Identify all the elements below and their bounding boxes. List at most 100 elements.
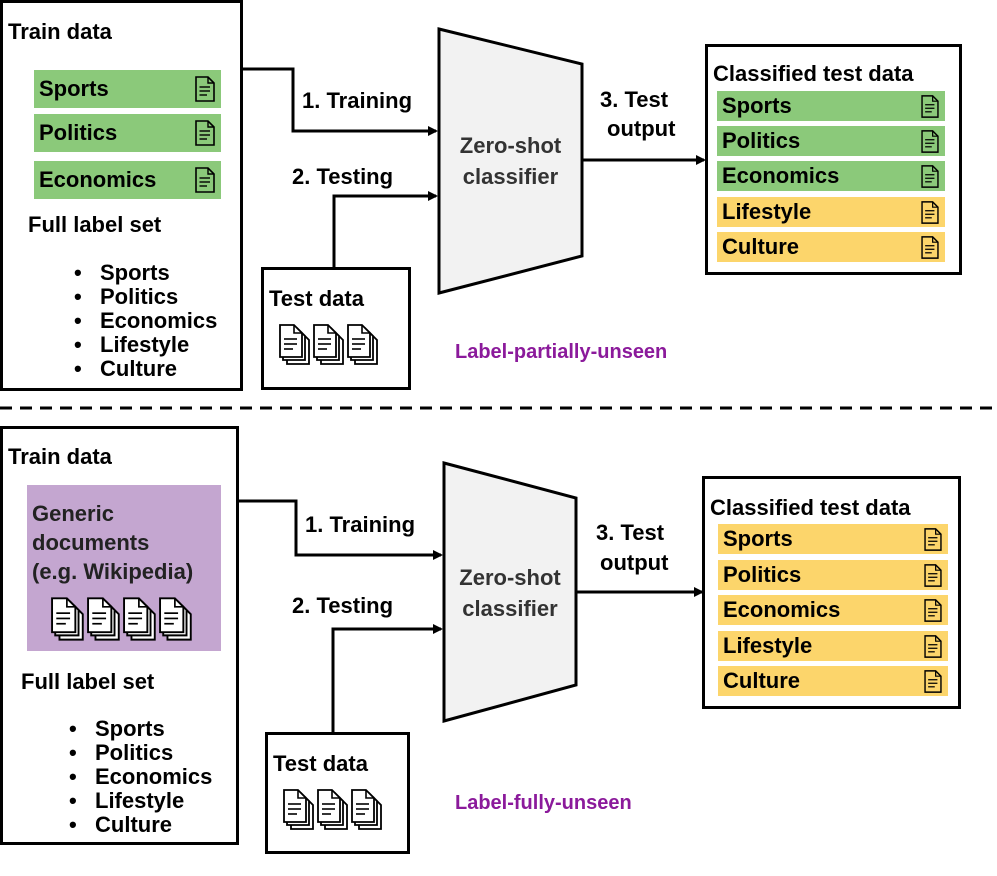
train-item-label: Sports — [39, 76, 109, 101]
classified-label: Sports — [723, 526, 793, 551]
classifier-shape-bottom — [442, 461, 578, 723]
full-label-set-title: Full label set — [21, 669, 155, 694]
document-icon — [195, 76, 215, 102]
label-item: Sports — [68, 261, 217, 286]
classified-item-politics: Politics — [718, 560, 948, 590]
step-output-line2-bottom: output — [600, 550, 669, 575]
document-stack-icon — [283, 789, 317, 831]
generic-line: documents — [32, 530, 150, 555]
classifier-line: classifier — [462, 596, 558, 621]
document-icon — [924, 599, 942, 622]
document-icon — [924, 670, 942, 693]
train-item-label: Economics — [39, 167, 157, 192]
full-label-list: Sports Politics Economics Lifestyle Cult… — [63, 717, 212, 838]
label-item: Culture — [68, 357, 217, 382]
mode-label-top: Label-partially-unseen — [455, 341, 668, 363]
full-label-set-title: Full label set — [28, 212, 162, 237]
document-icon — [921, 130, 939, 153]
classified-item-lifestyle: Lifestyle — [718, 631, 948, 661]
generic-documents-text: Generic documents (e.g. Wikipedia) — [32, 499, 193, 586]
test-documents — [279, 324, 381, 371]
classified-item-sports: Sports — [718, 524, 948, 554]
testing-arrow-top — [332, 191, 438, 268]
step-output-line1-bottom: 3. Test — [596, 520, 665, 545]
document-stack-icon — [159, 597, 195, 642]
classifier-line: Zero-shot — [459, 565, 561, 590]
document-icon — [924, 528, 942, 551]
classified-box-top: Classified test data Sports Politics Eco… — [705, 44, 962, 275]
document-stack-icon — [347, 324, 381, 366]
label-item: Economics — [68, 309, 217, 334]
training-arrow-top — [240, 67, 438, 136]
test-data-title: Test data — [273, 751, 368, 776]
generic-line: Generic — [32, 501, 114, 526]
classified-item-economics: Economics — [717, 161, 945, 191]
document-icon — [195, 120, 215, 146]
test-data-box-bottom: Test data — [265, 732, 410, 854]
classifier-label-top: Zero-shot classifier — [439, 130, 582, 192]
classified-item-economics: Economics — [718, 595, 948, 625]
classifier-label-bottom: Zero-shot classifier — [444, 562, 576, 624]
train-item-economics: Economics — [34, 161, 221, 199]
train-item-politics: Politics — [34, 114, 221, 152]
classified-label: Politics — [722, 128, 801, 153]
label-item: Culture — [63, 813, 212, 838]
classified-label: Economics — [722, 163, 840, 188]
classified-label: Sports — [722, 93, 792, 118]
classified-box-bottom: Classified test data Sports Politics Eco… — [702, 476, 961, 709]
training-arrow-bottom — [237, 499, 443, 560]
label-item: Economics — [63, 765, 212, 790]
document-stack-icon — [123, 597, 159, 642]
label-item: Politics — [68, 285, 217, 310]
label-item: Sports — [63, 717, 212, 742]
classified-label: Culture — [723, 668, 800, 693]
classifier-shape-top — [437, 27, 584, 295]
document-stack-icon — [279, 324, 313, 366]
document-icon — [921, 95, 939, 118]
classifier-line: classifier — [462, 164, 559, 189]
classified-item-culture: Culture — [718, 666, 948, 696]
step-testing-bottom: 2. Testing — [292, 593, 394, 618]
step-training-bottom: 1. Training — [305, 512, 416, 537]
test-data-box-top: Test data — [261, 267, 411, 390]
full-label-list: Sports Politics Economics Lifestyle Cult… — [68, 261, 217, 382]
classified-item-sports: Sports — [717, 91, 945, 121]
document-icon — [195, 167, 215, 193]
step-testing-top: 2. Testing — [292, 164, 394, 189]
document-icon — [921, 236, 939, 259]
classified-title: Classified test data — [710, 495, 911, 520]
train-data-title: Train data — [8, 444, 112, 469]
document-stack-icon — [313, 324, 347, 366]
mode-label-bottom: Label-fully-unseen — [455, 792, 632, 814]
document-stack-icon — [317, 789, 351, 831]
classified-label: Lifestyle — [723, 633, 813, 658]
train-item-sports: Sports — [34, 70, 221, 108]
classified-item-lifestyle: Lifestyle — [717, 197, 945, 227]
train-data-box-top: Train data Sports Politics Economics Ful… — [0, 0, 243, 391]
classified-label: Culture — [722, 234, 799, 259]
document-icon — [921, 201, 939, 224]
document-stack-icon — [351, 789, 385, 831]
classifier-line: Zero-shot — [459, 133, 562, 158]
document-stack-icon — [51, 597, 87, 642]
label-item: Politics — [63, 741, 212, 766]
train-item-label: Politics — [39, 120, 118, 145]
testing-arrow-bottom — [331, 624, 443, 733]
label-item: Lifestyle — [63, 789, 212, 814]
label-item: Lifestyle — [68, 333, 217, 358]
step-training-top: 1. Training — [302, 88, 413, 113]
generic-documents-box: Generic documents (e.g. Wikipedia) — [27, 485, 221, 651]
classified-item-culture: Culture — [717, 232, 945, 262]
classified-title: Classified test data — [713, 61, 914, 86]
document-icon — [921, 165, 939, 188]
train-data-box-bottom: Train data Generic documents (e.g. Wikip… — [0, 426, 239, 845]
test-documents — [283, 789, 385, 836]
classified-label: Politics — [723, 562, 802, 587]
classified-item-politics: Politics — [717, 126, 945, 156]
train-data-title: Train data — [8, 19, 112, 44]
document-icon — [924, 635, 942, 658]
generic-documents-icons — [51, 597, 195, 647]
classified-label: Lifestyle — [722, 199, 812, 224]
document-icon — [924, 564, 942, 587]
